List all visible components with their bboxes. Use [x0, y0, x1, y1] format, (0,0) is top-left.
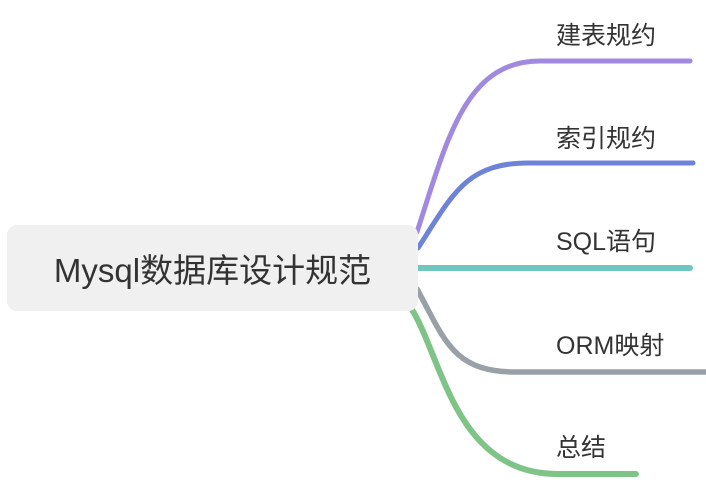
branch-curve-table-creation-rules [414, 58, 693, 235]
root-topic-node[interactable]: Mysql数据库设计规范 [7, 225, 418, 311]
branch-curve-summary [406, 302, 639, 477]
topic-table-creation-rules[interactable]: 建表规约 [556, 22, 657, 50]
branch-curve-index-rules [415, 160, 696, 251]
topic-orm-mapping[interactable]: ORM映射 [556, 332, 665, 360]
topic-index-rules[interactable]: 索引规约 [556, 125, 657, 153]
root-topic-label: Mysql数据库设计规范 [53, 252, 372, 289]
branch-curve-orm-mapping [414, 286, 706, 375]
topic-sql-statements[interactable]: SQL语句 [556, 228, 657, 256]
topic-summary[interactable]: 总结 [556, 434, 607, 462]
